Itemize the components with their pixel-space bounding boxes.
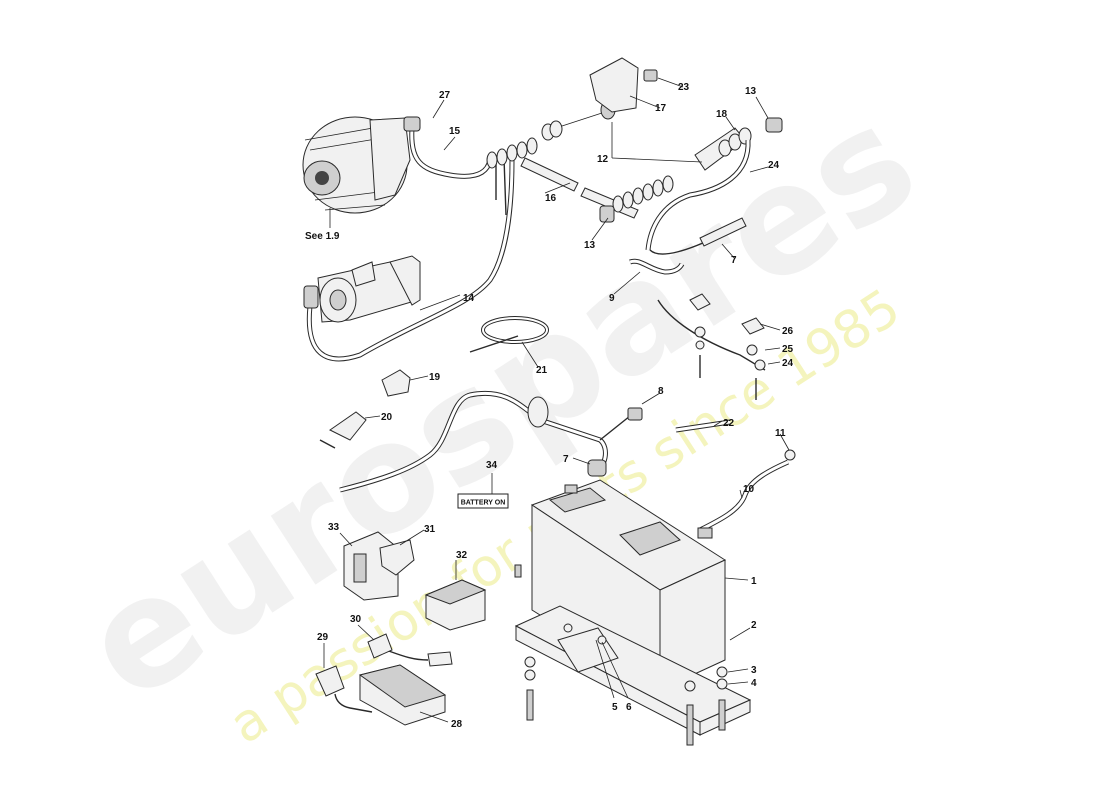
leader-lines — [323, 77, 790, 723]
callout-19: 19 — [429, 372, 441, 383]
callout-labels: 27 15 23 17 13 18 12 24 16 13 7 9 14 26 … — [317, 82, 794, 730]
callout-1: 1 — [751, 576, 757, 587]
watermark-brand: eurospares — [55, 73, 945, 735]
charger — [315, 633, 453, 726]
callout-8: 8 — [658, 386, 664, 397]
callout-7: 7 — [731, 255, 737, 266]
callout-2: 2 — [751, 620, 757, 631]
callout-24: 24 — [768, 160, 780, 171]
callout-7: 7 — [563, 454, 569, 465]
callout-10: 10 — [743, 484, 755, 495]
callout-14: 14 — [463, 293, 475, 304]
callout-16: 16 — [545, 193, 557, 204]
callout-27: 27 — [439, 90, 451, 101]
terminal-stack — [486, 100, 616, 169]
callout-15: 15 — [449, 126, 461, 137]
cable-boot — [303, 285, 319, 309]
bracket — [589, 57, 639, 113]
callout-9: 9 — [609, 293, 615, 304]
watermark: eurospares a passion for parts since 198… — [55, 73, 945, 756]
callout-18: 18 — [716, 109, 728, 120]
callout-3: 3 — [751, 665, 757, 676]
callout-28: 28 — [451, 719, 463, 730]
callout-13: 13 — [745, 86, 757, 97]
callout-33: 33 — [328, 522, 340, 533]
battery-on-sticker — [457, 493, 509, 509]
battery-on-sticker-text: BATTERY ON — [461, 500, 506, 507]
callout-21: 21 — [536, 365, 548, 376]
isolator-switch — [343, 531, 415, 601]
callout-29: 29 — [317, 632, 329, 643]
callout-23: 23 — [678, 82, 690, 93]
callout-17: 17 — [655, 103, 667, 114]
callout-6: 6 — [626, 702, 632, 713]
cap — [643, 69, 658, 82]
alternator — [302, 116, 411, 214]
callout-11: 11 — [775, 428, 786, 439]
mounting-bolts — [514, 564, 728, 746]
callout-34: 34 — [486, 460, 498, 471]
callout-22: 22 — [723, 418, 735, 429]
callout-26: 26 — [782, 326, 794, 337]
cable-tie — [469, 316, 549, 353]
battery — [530, 479, 727, 691]
callout-13: 13 — [584, 240, 596, 251]
relay-unit — [424, 579, 487, 631]
callout-20: 20 — [381, 412, 393, 423]
cable-boot — [403, 116, 421, 132]
callout-30: 30 — [350, 614, 362, 625]
terminal-stack-lower — [599, 175, 674, 223]
callout-31: 31 — [424, 524, 436, 535]
callout-24: 24 — [782, 358, 794, 369]
callout-4: 4 — [751, 678, 757, 689]
callout-25: 25 — [782, 344, 794, 355]
callout-12: 12 — [597, 154, 609, 165]
callout-32: 32 — [456, 550, 468, 561]
starter-motor — [317, 255, 421, 323]
see-reference-label: See 1.9 — [305, 231, 340, 242]
grommet — [527, 396, 549, 428]
callout-5: 5 — [612, 702, 618, 713]
